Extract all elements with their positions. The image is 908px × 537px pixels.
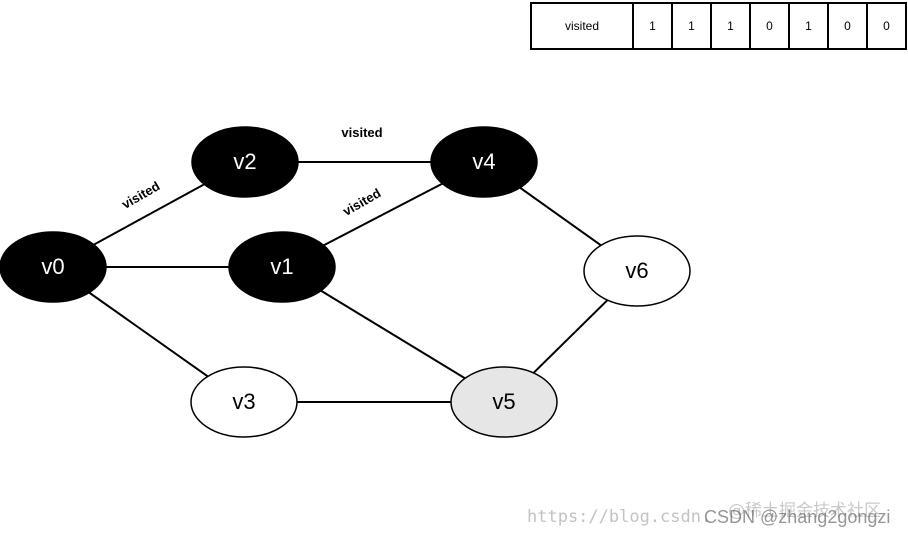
- node-v1: v1: [228, 231, 336, 303]
- node-v1-shape: [228, 231, 336, 303]
- node-v6-label: v6: [625, 258, 648, 283]
- node-v0-label: v0: [41, 254, 64, 279]
- visited-header-cell: visited: [530, 2, 634, 50]
- node-v2-label: v2: [233, 149, 256, 174]
- node-v6-shape: [583, 235, 691, 307]
- watermark-juejin: @稀土掘金技术社区: [728, 501, 881, 521]
- node-v0: v0: [0, 231, 107, 303]
- node-v3-label: v3: [232, 389, 255, 414]
- edge-label-v0-v2: visited: [119, 178, 162, 212]
- edge-label-v1-v4: visited: [340, 185, 383, 219]
- visited-cell-6: 0: [866, 2, 907, 50]
- visited-cell-3: 0: [749, 2, 790, 50]
- node-v3: v3: [190, 366, 298, 438]
- node-v4-label: v4: [472, 149, 495, 174]
- node-v5: v5: [450, 366, 558, 438]
- node-v4: v4: [430, 126, 538, 198]
- node-v1-label: v1: [270, 254, 293, 279]
- visited-cell-0: 1: [632, 2, 673, 50]
- node-v3-shape: [190, 366, 298, 438]
- visited-cell-4: 1: [788, 2, 829, 50]
- node-v6: v6: [583, 235, 691, 307]
- node-v0-shape: [0, 231, 107, 303]
- visited-cell-2: 1: [710, 2, 751, 50]
- node-v5-shape: [450, 366, 558, 438]
- visited-array-table: visited 1 1 1 0 1 0 0: [530, 2, 907, 50]
- visited-cell-5: 0: [827, 2, 868, 50]
- nodes-layer: v0 v1 v2 v3 v4 v5 v6: [0, 126, 691, 438]
- node-v2-shape: [191, 126, 299, 198]
- node-v4-shape: [430, 126, 538, 198]
- node-v2: v2: [191, 126, 299, 198]
- visited-cell-1: 1: [671, 2, 712, 50]
- edge-label-v2-v4: visited: [341, 125, 382, 140]
- node-v5-label: v5: [492, 389, 515, 414]
- visited-array-row: visited 1 1 1 0 1 0 0: [530, 2, 907, 50]
- watermark-csdn: CSDN @zhang2gongzi: [704, 507, 891, 527]
- watermark-url: https://blog.csdn.: [527, 507, 712, 527]
